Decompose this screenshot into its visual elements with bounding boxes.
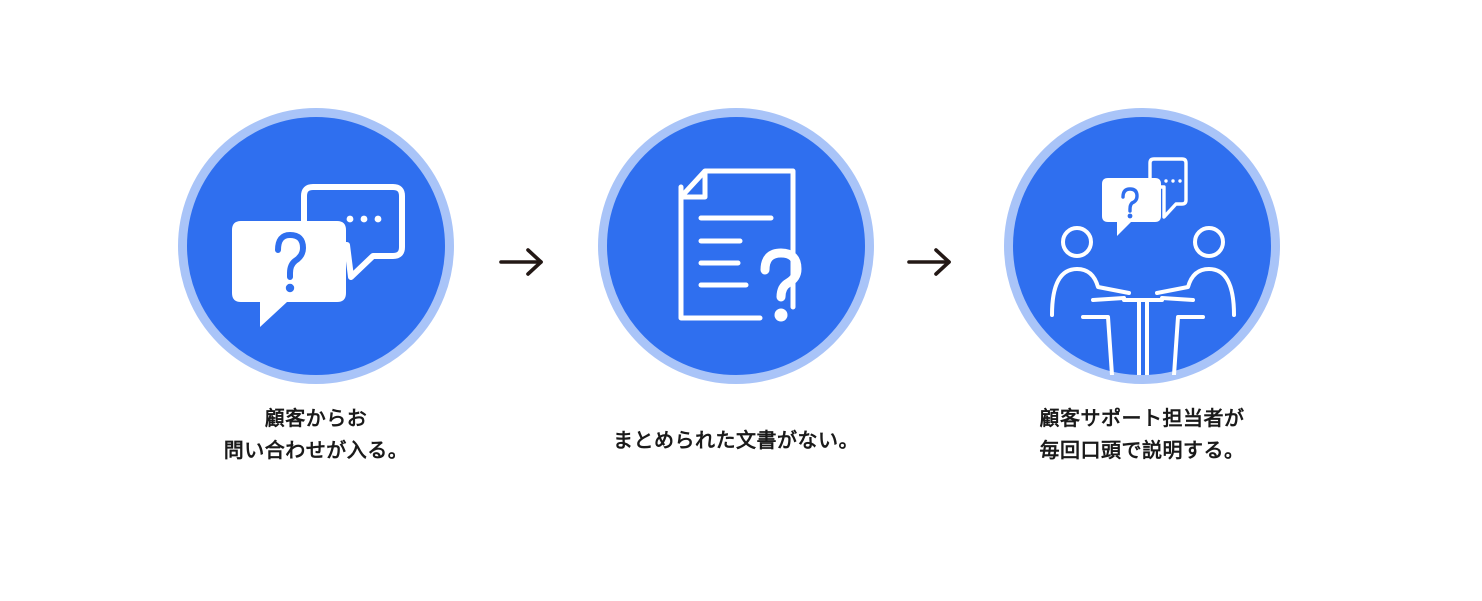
- step-2-caption: まとめられた文書がない。: [576, 424, 896, 456]
- document-question-icon: [678, 168, 802, 322]
- step-3-caption-line-1: 顧客サポート担当者が: [1039, 406, 1245, 430]
- step-3-circle: [1004, 108, 1280, 384]
- step-2-circle: [598, 108, 874, 384]
- right-arrow-icon: [907, 248, 951, 276]
- step-1-caption: 顧客からお 問い合わせが入る。: [156, 402, 476, 466]
- step-3-caption: 顧客サポート担当者が 毎回口頭で説明する。: [982, 402, 1302, 466]
- step-3-caption-line-2: 毎回口頭で説明する。: [1039, 438, 1245, 462]
- step-1-circle: [178, 108, 454, 384]
- step-1-caption-line-1: 顧客からお: [264, 406, 368, 430]
- people-meeting-question-icon: [1050, 157, 1236, 375]
- question-chat-bubbles-icon: [232, 184, 405, 327]
- right-arrow-icon: [499, 248, 543, 276]
- step-1-caption-line-2: 問い合わせが入る。: [223, 438, 409, 462]
- step-2-caption-line-1: まとめられた文書がない。: [613, 428, 859, 452]
